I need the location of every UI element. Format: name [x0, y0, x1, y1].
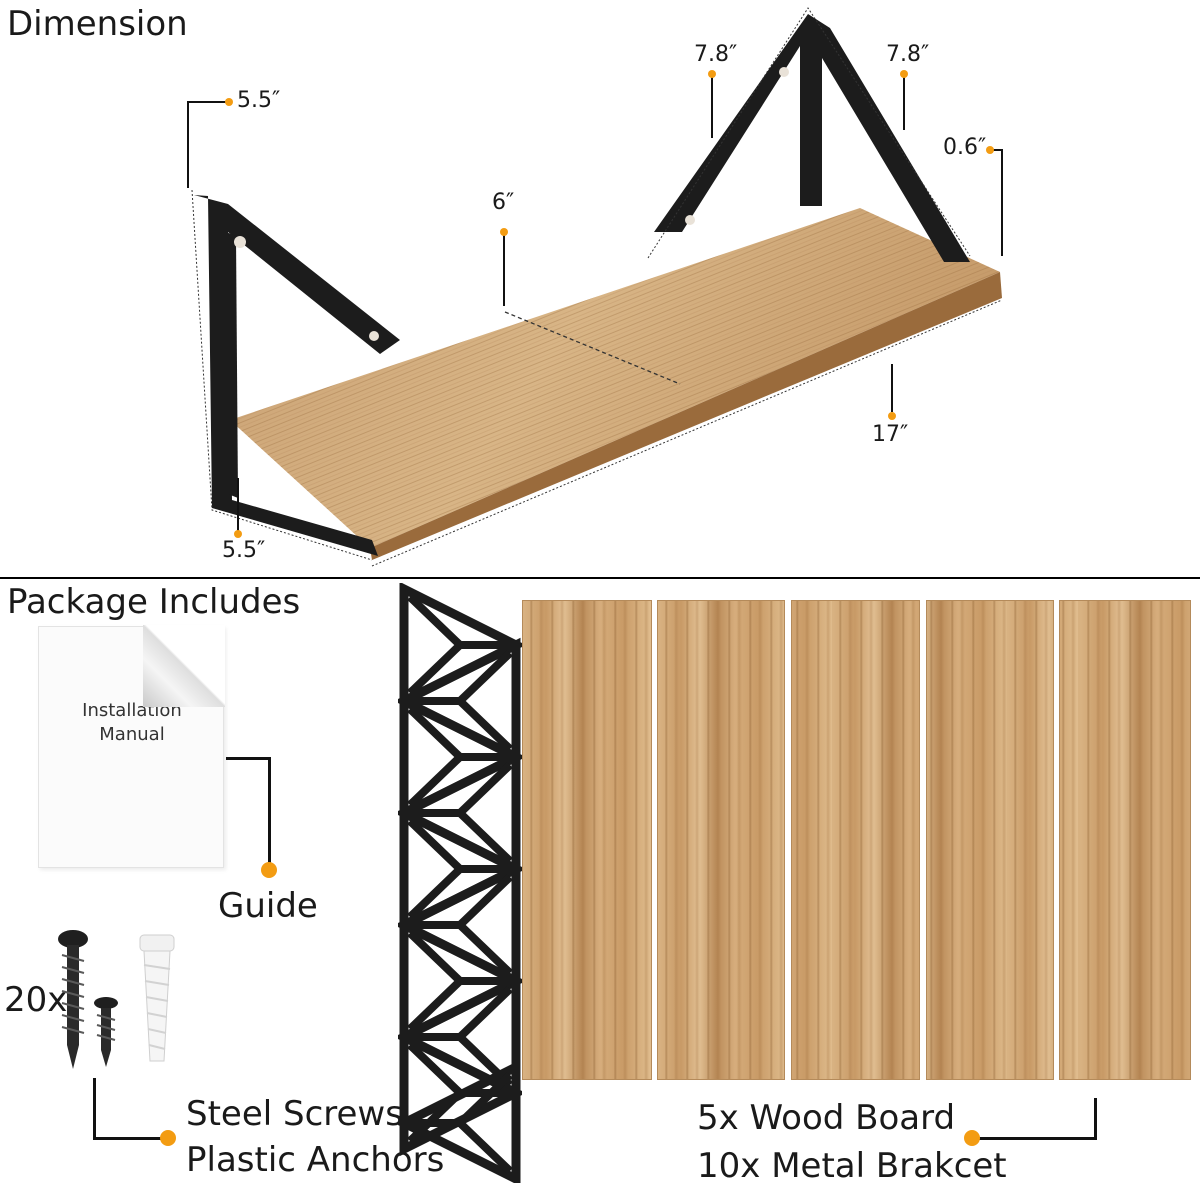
metal-bracket [404, 701, 516, 813]
package-title: Package Includes [7, 582, 301, 622]
plastic-anchor-icon [139, 934, 175, 1062]
dim-dot [234, 530, 242, 538]
dim-dot [986, 146, 994, 154]
page-curl-icon [143, 625, 225, 707]
dimension-title: Dimension [7, 4, 188, 44]
brackets-label: 10x Metal Brakcet [697, 1146, 1007, 1186]
wood-board [522, 600, 652, 1080]
metal-bracket [404, 589, 516, 701]
wood-board [657, 600, 785, 1080]
wood-board [791, 600, 920, 1080]
dim-dot [500, 228, 508, 236]
dim-dot [888, 412, 896, 420]
wood-board [926, 600, 1054, 1080]
board-front-edge [370, 272, 1002, 560]
metal-bracket [404, 925, 516, 1037]
section-divider [0, 577, 1200, 579]
boards-dot [964, 1130, 980, 1146]
manual-title: Installation Manual [39, 699, 225, 748]
dim-side-left: 7.8″ [694, 42, 738, 67]
dim-bracket-bottom: 5.5″ [222, 538, 266, 563]
wood-board [1059, 600, 1191, 1080]
dim-length: 17″ [872, 422, 909, 447]
dim-side-right: 7.8″ [886, 42, 930, 67]
dim-dot [708, 70, 716, 78]
metal-bracket [404, 813, 516, 925]
screws-dot [160, 1130, 176, 1146]
manual-line-2: Manual [99, 724, 165, 746]
long-screw-icon [58, 930, 88, 1069]
installation-manual: Installation Manual [38, 625, 225, 868]
dim-depth: 6″ [492, 190, 515, 215]
metal-bracket [404, 1067, 516, 1179]
metal-brackets [398, 583, 522, 1183]
screws-label: Steel Screws [186, 1094, 403, 1134]
screws-count: 20x [4, 980, 68, 1020]
short-screw-icon [94, 997, 118, 1067]
guide-label: Guide [218, 886, 318, 926]
boards-label: 5x Wood Board [697, 1098, 956, 1138]
metal-bracket [404, 645, 516, 757]
metal-bracket [404, 757, 516, 869]
dim-dot [900, 70, 908, 78]
guide-dot [261, 862, 277, 878]
shelf-illustration [187, 7, 1003, 567]
dim-thickness: 0.6″ [943, 135, 987, 160]
screws-and-anchors [58, 930, 175, 1069]
dim-bracket-top: 5.5″ [237, 88, 281, 113]
dim-dot [225, 98, 233, 106]
right-bracket [654, 14, 970, 262]
left-bracket [194, 195, 400, 556]
metal-bracket [404, 869, 516, 981]
